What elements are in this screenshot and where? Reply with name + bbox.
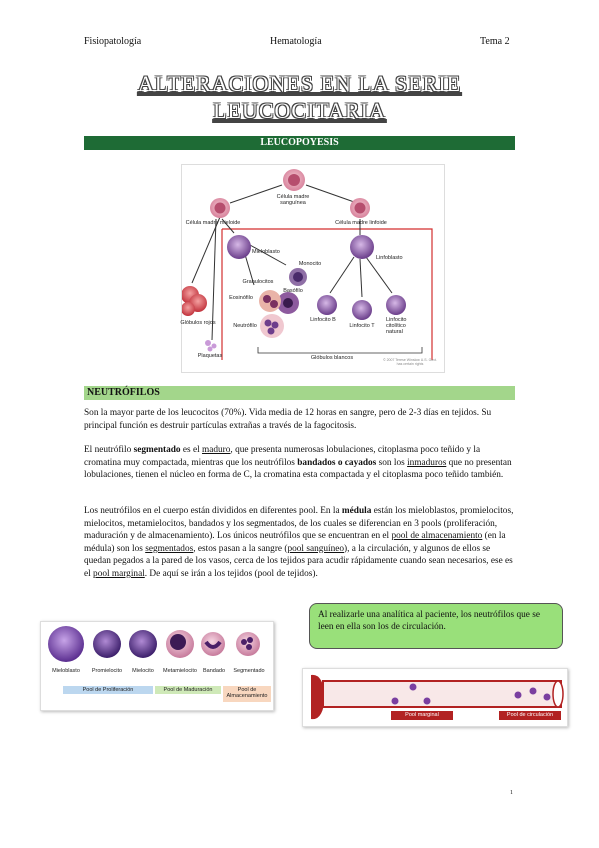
label-pool-marginal: Pool marginal: [405, 712, 439, 718]
label-lymph-b: Linfocito B: [310, 317, 336, 323]
label-myeloid: Célula madre mieloide: [185, 220, 241, 226]
header-right: Tema 2: [480, 36, 510, 47]
copyright: © 2007 Terese Winslow U.S. Govt. has cer…: [383, 358, 437, 366]
p3-underline-pool-marginal: pool marginal: [93, 568, 145, 579]
maturation-figure: Mieloblasto Promielocito Mielocito Metam…: [40, 621, 274, 711]
diagram-graphics: [181, 169, 433, 360]
pool-almacenamiento: Pool de Almacenamiento: [226, 687, 268, 699]
label-platelets: Plaquetas: [197, 353, 223, 359]
p3-text-5: ), a la circulación, y algunos de ellos …: [84, 543, 513, 579]
label-neutrophil: Neutrófilo: [233, 323, 257, 329]
label-eosinophil: Eosinófilo: [229, 295, 253, 301]
p2-bold-bandados: bandados o cayados: [297, 457, 377, 468]
vessel-figure: Pool marginal Pool de circulación: [302, 668, 568, 727]
vessel-graphics: [311, 674, 564, 720]
paragraph-intro: Son la mayor parte de los leucocitos (70…: [84, 408, 492, 431]
leucopoyesis-diagram: Célula madre sanguínea Célula madre miel…: [180, 164, 445, 373]
p2-underline-maduro: maduro: [202, 445, 231, 455]
label-lymphoblast: Linfoblasto: [376, 255, 403, 261]
title-line1: ALTERACIONES EN LA SERIE: [137, 71, 462, 96]
p3-text-4: , estos pasan a la sangre (: [193, 543, 288, 554]
p2-text-5: que no presentan lobulaciones, tienen el…: [84, 457, 512, 481]
p3-text-6: . De aquí se irán a los tejidos (pool de…: [144, 568, 318, 579]
p3-text-1: Los neutrófilos en el cuerpo están divid…: [84, 506, 342, 516]
p2-text-2: es el: [180, 445, 203, 455]
label-granulocytes: Granulocitos: [242, 279, 274, 285]
p3-underline-pool-sanguineo: pool sanguíneo: [287, 543, 345, 554]
label-myeloblast: Mieloblasto: [252, 249, 280, 255]
section-leucopoyesis: LEUCOPOYESIS: [84, 136, 515, 150]
label-basophil: Basófilo: [283, 288, 303, 294]
p3-underline-segmentados: segmentados: [145, 543, 194, 554]
label-rbc: Glóbulos rojos: [180, 320, 216, 326]
pool-proliferacion: Pool de Proliferación: [82, 687, 134, 693]
mat-label-5: Segmentado: [233, 668, 265, 674]
pool-maduracion: Pool de Maduración: [163, 687, 213, 693]
p3-text-3: (en la médula) son los: [84, 531, 506, 554]
label-lymphoid: Célula madre linfoide: [335, 220, 387, 226]
mat-label-4: Bandado: [202, 668, 226, 674]
header-center: Hematología: [270, 36, 322, 47]
mat-label-3: Metamielocito: [163, 668, 197, 674]
paragraph-segmented: El neutrófilo segmentado es el maduro, q…: [84, 444, 518, 482]
label-monocyte: Monocito: [298, 261, 322, 267]
paragraph-pools: Los neutrófilos en el cuerpo están divid…: [84, 505, 518, 581]
label-pool-circulacion: Pool de circulación: [506, 712, 554, 718]
p2-text-3: , que presenta numerosas lobulaciones, c…: [84, 445, 481, 468]
p2-underline-inmaduros: inmaduros: [407, 457, 447, 468]
page-number: 1: [510, 790, 513, 796]
p3-underline-pool-almacenamiento: pool de almacenamiento: [391, 531, 483, 542]
mat-label-2: Mielocito: [132, 668, 154, 674]
mat-label-1: Promielocito: [91, 668, 123, 674]
label-wbc: Glóbulos blancos: [310, 355, 354, 361]
label-nk: Linfocito citolítico natural: [386, 317, 407, 335]
mat-label-0: Mieloblasto: [52, 668, 80, 674]
section-neutrofilos: NEUTRÓFILOS: [84, 386, 515, 400]
p2-text-4: son los: [376, 457, 408, 468]
label-stem-cell: Célula madre sanguínea: [276, 194, 310, 206]
p2-bold-segmentado: segmentado: [133, 445, 181, 455]
title-line2: LEUCOCITARIA: [213, 98, 386, 123]
maturation-graphics: [48, 626, 271, 702]
p3-bold-medula: médula: [341, 506, 372, 516]
header-left: Fisiopatología: [84, 36, 142, 47]
page-title: ALTERACIONES EN LA SERIE LEUCOCITARIA: [0, 70, 599, 124]
callout-note: Al realizarle una analítica al paciente,…: [309, 603, 563, 649]
p3-text-2: están los mieloblastos, promielocitos, m…: [84, 506, 514, 542]
label-lymph-t: Linfocito T: [349, 323, 375, 329]
p2-text-1: El neutrófilo: [84, 445, 134, 455]
